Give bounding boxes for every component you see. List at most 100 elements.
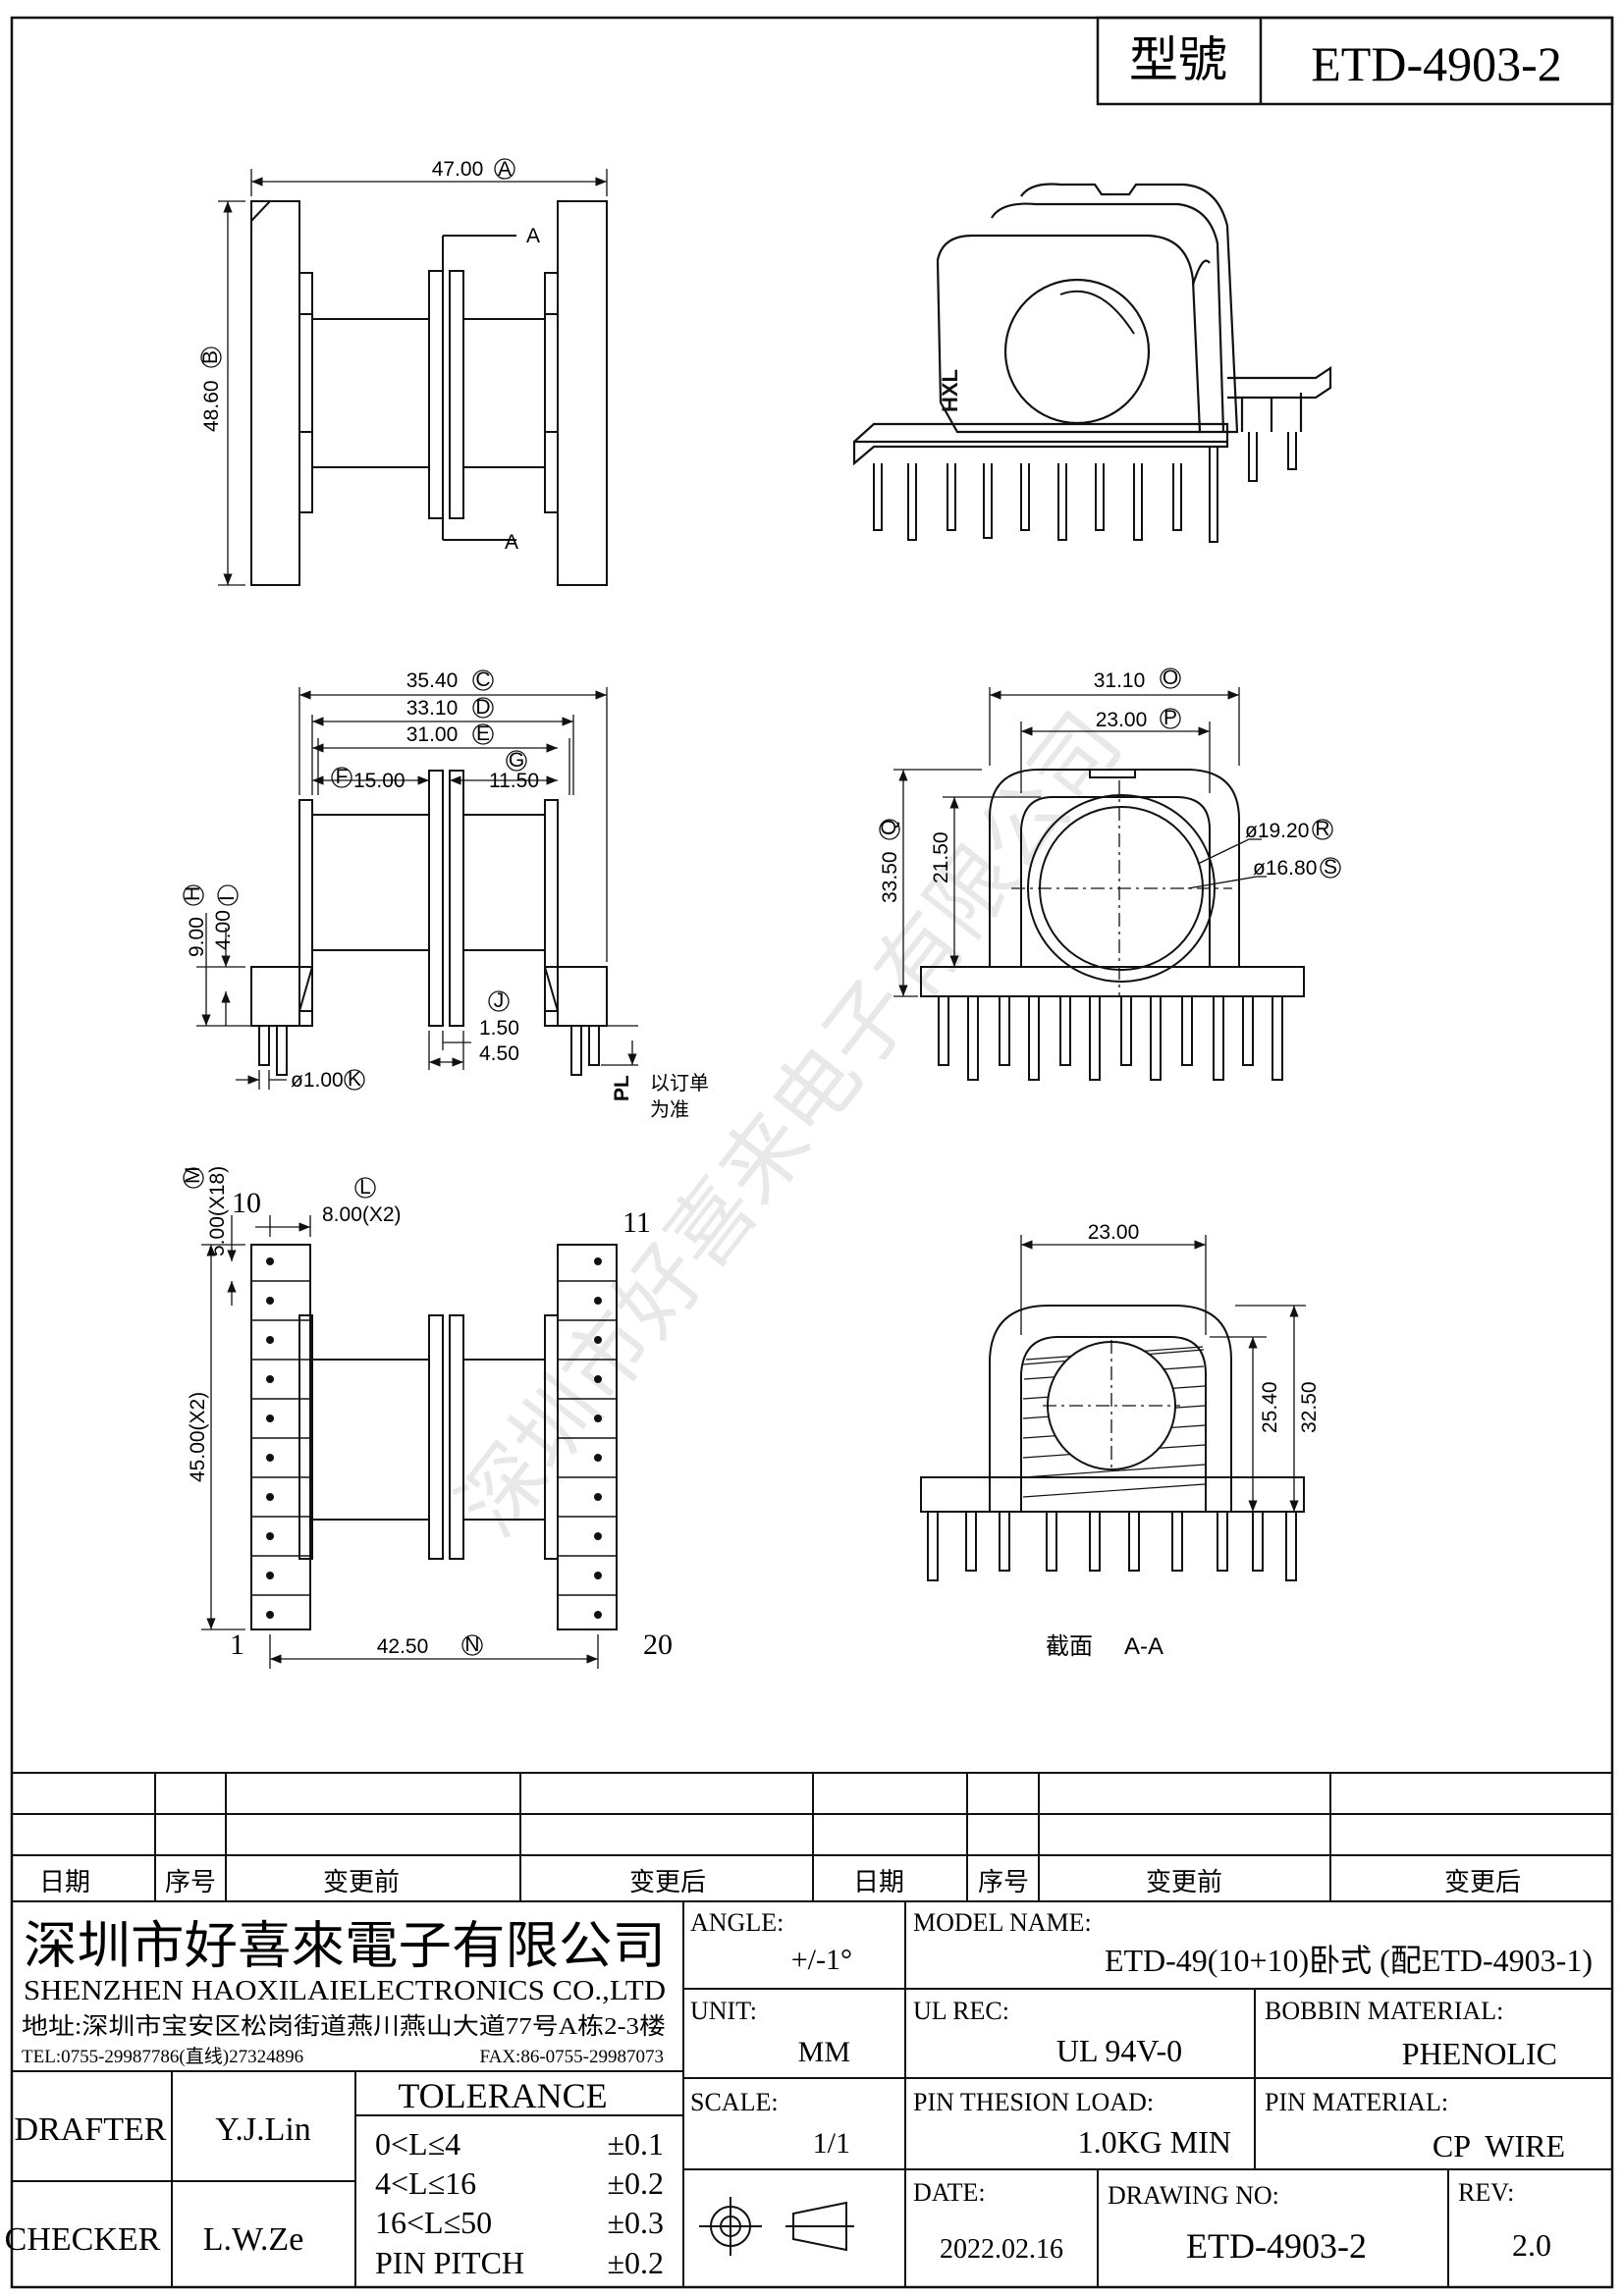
dim-16-80: ø16.80: [1253, 857, 1317, 880]
tolerance-range-0: 0<L≤4: [375, 2126, 460, 2162]
iso-brand: HXL: [938, 369, 962, 412]
pin-1: 1: [230, 1629, 244, 1661]
dim-45-00: 45.00(X2): [187, 1392, 209, 1482]
company-fax: FAX:86-0755-29987073: [479, 2047, 664, 2067]
scale-value: 1/1: [813, 2127, 850, 2160]
dim-25-40: 25.40: [1259, 1381, 1281, 1433]
date-value: 2022.02.16: [940, 2234, 1063, 2265]
company-tel: TEL:0755-29987786(直线)27324896: [22, 2046, 303, 2067]
pin-10: 10: [232, 1187, 261, 1219]
model-box: 型號 ETD-4903-2: [1096, 16, 1614, 106]
company-address: 地址:深圳市宝安区松岗街道燕川燕山大道77号A栋2-3楼: [22, 2013, 666, 2040]
dim-33-50: 33.50: [879, 851, 901, 903]
sheet-border: [10, 16, 1614, 2289]
angle-label: ANGLE:: [690, 1908, 784, 1937]
ul-rec-label: UL REC:: [913, 1997, 1009, 2025]
pin-material-label: PIN MATERIAL:: [1265, 2088, 1448, 2116]
rev-header-after-1: 变更后: [629, 1868, 706, 1896]
section-caption-mark: A-A: [1124, 1633, 1163, 1660]
mark-r: R: [1315, 818, 1329, 840]
title-block: [12, 1901, 1612, 2287]
pin-tension-value: 1.0KG MIN: [1078, 2124, 1231, 2160]
dim-4-00: 4.00: [212, 910, 235, 950]
mark-i: I: [216, 895, 239, 901]
drafter-label: DRAFTER: [15, 2111, 167, 2148]
mark-e: E: [476, 722, 490, 745]
mark-q: Q: [878, 820, 900, 835]
dim-48-60: 48.60: [200, 380, 223, 432]
mark-j: J: [494, 989, 505, 1012]
dim-31-00: 31.00: [406, 723, 459, 746]
checker-value: L.W.Ze: [203, 2221, 304, 2258]
revision-table: [12, 1772, 1612, 1902]
drafter-value: Y.J.Lin: [215, 2111, 311, 2148]
top-view-labels: 47.00 A 48.60 B A A: [199, 158, 540, 554]
section-mark-top: A: [526, 225, 540, 247]
rev-header-after-2: 变更后: [1444, 1868, 1521, 1896]
checker-label: CHECKER: [5, 2221, 161, 2258]
mark-l: L: [359, 1176, 371, 1199]
dim-23-00: 23.00: [1096, 709, 1148, 731]
mark-c: C: [475, 668, 490, 691]
dim-42-50: 42.50: [377, 1635, 429, 1658]
dim-4-50: 4.50: [479, 1042, 519, 1065]
pl-note-2: 为准: [650, 1098, 689, 1121]
mark-a: A: [498, 158, 512, 181]
dim-47: 47.00: [432, 158, 484, 181]
bobbin-material-value: PHENOLIC: [1402, 2036, 1557, 2071]
dim-33-10: 33.10: [406, 697, 459, 720]
bobbin-material-label: BOBBIN MATERIAL:: [1265, 1997, 1503, 2025]
mark-b: B: [199, 350, 222, 364]
company-name-en: SHENZHEN HAOXILAIELECTRONICS CO.,LTD: [24, 1976, 666, 2006]
dim-15-00: 15.00: [353, 770, 406, 792]
tolerance-range-1: 4<L≤16: [375, 2165, 476, 2201]
rev-header-date-2: 日期: [853, 1868, 904, 1896]
model-name-label: MODEL NAME:: [913, 1908, 1092, 1937]
dim-19-20: ø19.20: [1245, 820, 1309, 842]
front-view: [196, 687, 638, 1090]
dim-32-50: 32.50: [1298, 1381, 1321, 1433]
tolerance-value-2: ±0.3: [607, 2205, 664, 2240]
scale-label: SCALE:: [690, 2088, 779, 2116]
tolerance-value-3: ±0.2: [607, 2245, 664, 2280]
tolerance-range-2: 16<L≤50: [375, 2205, 492, 2240]
rev-value: 2.0: [1512, 2227, 1551, 2263]
top-view: [218, 169, 608, 586]
mark-g: G: [509, 749, 524, 772]
pl-label: PL: [611, 1075, 633, 1101]
dim-5-00: 5.00(X18): [206, 1166, 229, 1256]
tolerance-range-3: PIN PITCH: [375, 2245, 524, 2280]
dim-35-40: 35.40: [406, 669, 459, 692]
mark-h: H: [182, 886, 204, 901]
tolerance-value-0: ±0.1: [607, 2126, 664, 2162]
mark-o: O: [1163, 667, 1178, 689]
angle-unit-scale: ANGLE: +/-1° UNIT: MM SCALE: 1/1: [690, 1908, 852, 2160]
pl-note-1: 以订单: [650, 1072, 709, 1095]
dim-21-50: 21.50: [930, 831, 952, 883]
mark-f: F: [336, 766, 349, 788]
mark-n: N: [464, 1633, 479, 1656]
mark-p: P: [1163, 707, 1177, 729]
rev-header-before-1: 变更前: [323, 1868, 400, 1896]
signature-block: DRAFTER Y.J.Lin CHECKER L.W.Ze TOLERANCE…: [5, 2076, 664, 2280]
model-value: ETD-4903-2: [1311, 36, 1562, 91]
rev-label: REV:: [1458, 2178, 1514, 2207]
date-label: DATE:: [913, 2178, 986, 2207]
front-view-labels: 35.40 C 33.10 D 31.00 E F 15.00 G 11.50 …: [182, 668, 709, 1121]
section-mark-bottom: A: [505, 531, 518, 554]
company-block: 深圳市好喜來電子有限公司 SHENZHEN HAOXILAIELECTRONIC…: [22, 1919, 666, 2067]
pin-tension-label: PIN THESION LOAD:: [913, 2088, 1154, 2116]
drawing-no-label: DRAWING NO:: [1108, 2181, 1279, 2210]
mark-d: D: [475, 696, 490, 719]
projection-symbol-icon: [699, 2197, 854, 2256]
dim-31-10: 31.10: [1094, 669, 1146, 692]
drawing-no-value: ETD-4903-2: [1186, 2226, 1367, 2266]
rev-header-no-1: 序号: [165, 1868, 216, 1896]
pin-20: 20: [643, 1629, 673, 1661]
dim-1-00: ø1.00: [291, 1069, 344, 1092]
bottom-view-labels: M 5.00(X18) L 8.00(X2) 45.00(X2) 42.50 N…: [182, 1166, 673, 1661]
mark-m: M: [182, 1167, 204, 1185]
tolerance-value-1: ±0.2: [607, 2165, 664, 2201]
dim-1-50: 1.50: [479, 1017, 519, 1040]
